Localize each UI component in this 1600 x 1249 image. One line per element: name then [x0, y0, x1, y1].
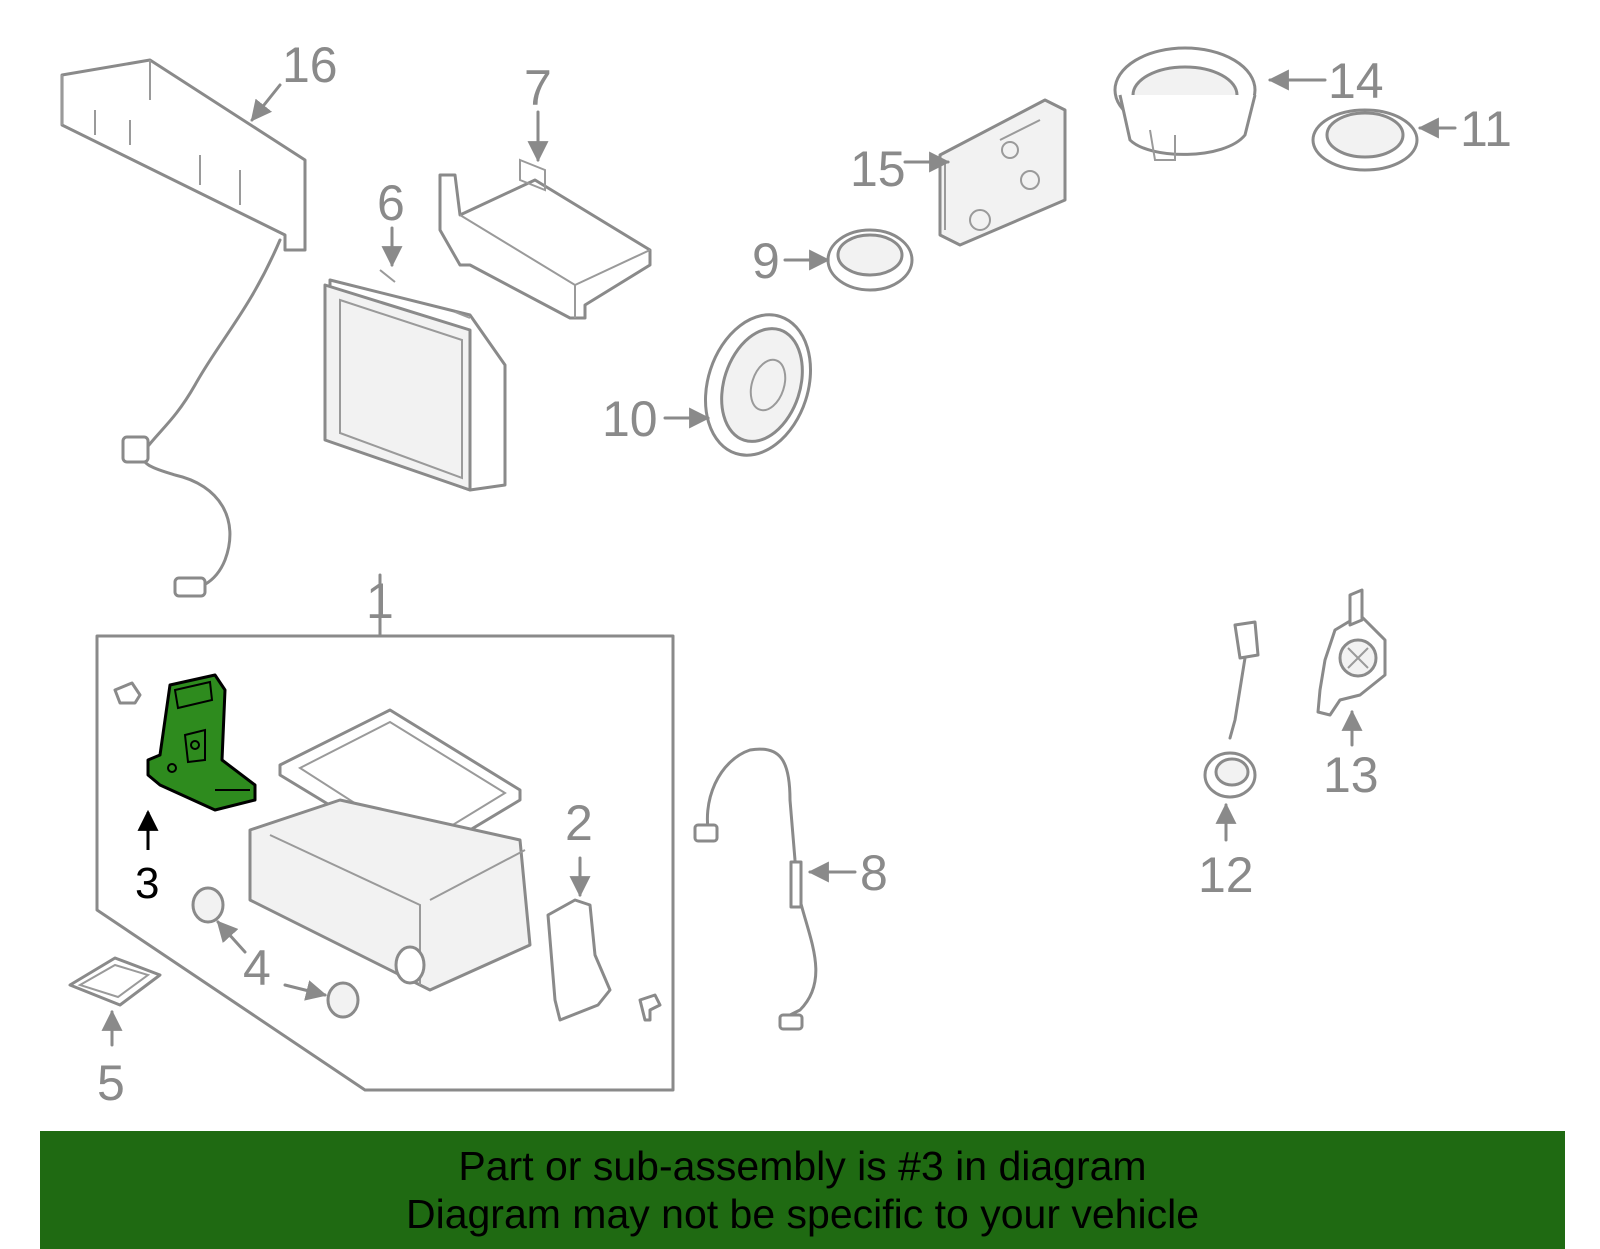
part-8-cable: [693, 747, 818, 1031]
part-13-sensor: [1316, 588, 1387, 717]
callout-5: 5: [97, 1055, 125, 1111]
callout-4: 4: [243, 940, 271, 996]
callout-10: 10: [602, 391, 658, 447]
callout-7: 7: [524, 60, 552, 116]
callout-13: 13: [1323, 747, 1379, 803]
part-3-bracket-highlighted: [146, 673, 257, 812]
leader-lines: [101, 69, 1457, 1047]
part-10-woofer: [703, 313, 813, 457]
callout-labels: 1 2 3 4 5 6 7 8 9 10 11 12 13 14 15 16: [97, 37, 1512, 1111]
part-2-bracket: [546, 898, 662, 1022]
callout-3: 3: [135, 859, 159, 908]
part-9-speaker: [826, 228, 914, 292]
part-5-gasket: [68, 956, 162, 1007]
banner-line-1: Part or sub-assembly is #3 in diagram: [458, 1143, 1147, 1189]
callout-2: 2: [565, 795, 593, 851]
part-6-display: [323, 269, 507, 492]
callout-6: 6: [377, 175, 405, 231]
part-14-speaker: [1113, 46, 1257, 161]
part-11-tweeter: [1311, 108, 1419, 172]
part-4-knobs: [191, 886, 360, 1019]
part-16-bracket-cable: [60, 58, 307, 598]
screw: [113, 681, 142, 705]
part-7-tray: [438, 158, 652, 320]
callout-9: 9: [752, 233, 780, 289]
info-banner: Part or sub-assembly is #3 in diagram Di…: [40, 1131, 1565, 1249]
callout-16: 16: [282, 37, 338, 93]
assembly-1-outline: [95, 573, 675, 1092]
callout-12: 12: [1198, 847, 1254, 903]
part-12-sensor: [1203, 620, 1260, 799]
callout-8: 8: [860, 845, 888, 901]
banner-line-2: Diagram may not be specific to your vehi…: [405, 1191, 1199, 1237]
part-1-radio-unit: [248, 708, 532, 992]
callout-15: 15: [850, 141, 906, 197]
callout-14: 14: [1328, 53, 1384, 109]
callout-1: 1: [366, 573, 394, 629]
part-15-amplifier: [938, 98, 1067, 247]
callout-11: 11: [1460, 101, 1512, 157]
